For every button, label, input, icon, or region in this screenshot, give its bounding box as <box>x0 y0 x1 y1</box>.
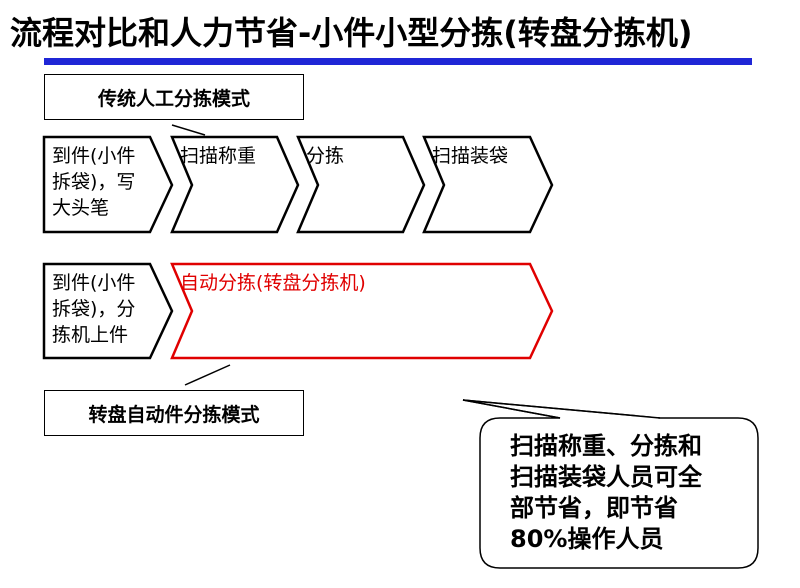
automatic-step-2-text: 自动分拣(转盘分拣机) <box>180 270 366 296</box>
traditional-step-1-shape <box>42 135 174 234</box>
automatic-step-1-text: 到件(小件 拆袋)，分 拣机上件 <box>52 270 135 348</box>
automatic-mode-label: 转盘自动件分拣模式 <box>44 390 304 436</box>
callout-line-3: 部节省，即节省 <box>510 494 678 522</box>
callout-pointer-left <box>462 399 561 419</box>
traditional-step-2-text: 扫描称重 <box>180 143 256 169</box>
automatic-step-1-line-3: 拣机上件 <box>52 324 129 346</box>
page-title: 流程对比和人力节省-小件小型分拣(转盘分拣机) <box>10 14 693 52</box>
automatic-step-2-line-1: 自动分拣(转盘分拣机) <box>180 272 366 294</box>
traditional-step-1-line-1: 到件(小件 <box>52 145 136 167</box>
title-underline <box>44 58 752 65</box>
callout-pointer-right <box>462 399 661 419</box>
traditional-step-4-line-1: 扫描装袋 <box>432 145 509 167</box>
callout-line-2: 扫描装袋人员可全 <box>510 463 702 491</box>
automatic-step-1-line-2: 拆袋)，分 <box>52 298 136 320</box>
traditional-mode-label: 传统人工分拣模式 <box>44 74 304 120</box>
callout-text: 扫描称重、分拣和 扫描装袋人员可全 部节省，即节省 80%操作人员 <box>510 431 740 555</box>
automatic-step-1-line-1: 到件(小件 <box>52 272 136 294</box>
traditional-step-1-text: 到件(小件 拆袋)，写 大头笔 <box>52 143 135 221</box>
callout-bubble <box>462 399 759 569</box>
traditional-step-3-line-1: 分拣 <box>306 145 345 167</box>
automatic-label-connector <box>184 364 231 386</box>
traditional-step-3-shape <box>296 135 426 234</box>
traditional-step-4-shape <box>422 135 554 234</box>
traditional-step-2-line-1: 扫描称重 <box>180 145 257 167</box>
automatic-step-1-shape <box>42 262 174 360</box>
traditional-step-1-line-3: 大头笔 <box>52 197 110 219</box>
traditional-step-4-text: 扫描装袋 <box>432 143 508 169</box>
traditional-label-connector <box>171 124 206 136</box>
traditional-step-2-shape <box>170 135 300 234</box>
callout-line-4: 80%操作人员 <box>510 525 664 553</box>
traditional-step-1-line-2: 拆袋)，写 <box>52 171 136 193</box>
traditional-step-3-text: 分拣 <box>306 143 344 169</box>
automatic-step-2-shape <box>170 262 554 360</box>
callout-line-1: 扫描称重、分拣和 <box>510 432 702 460</box>
